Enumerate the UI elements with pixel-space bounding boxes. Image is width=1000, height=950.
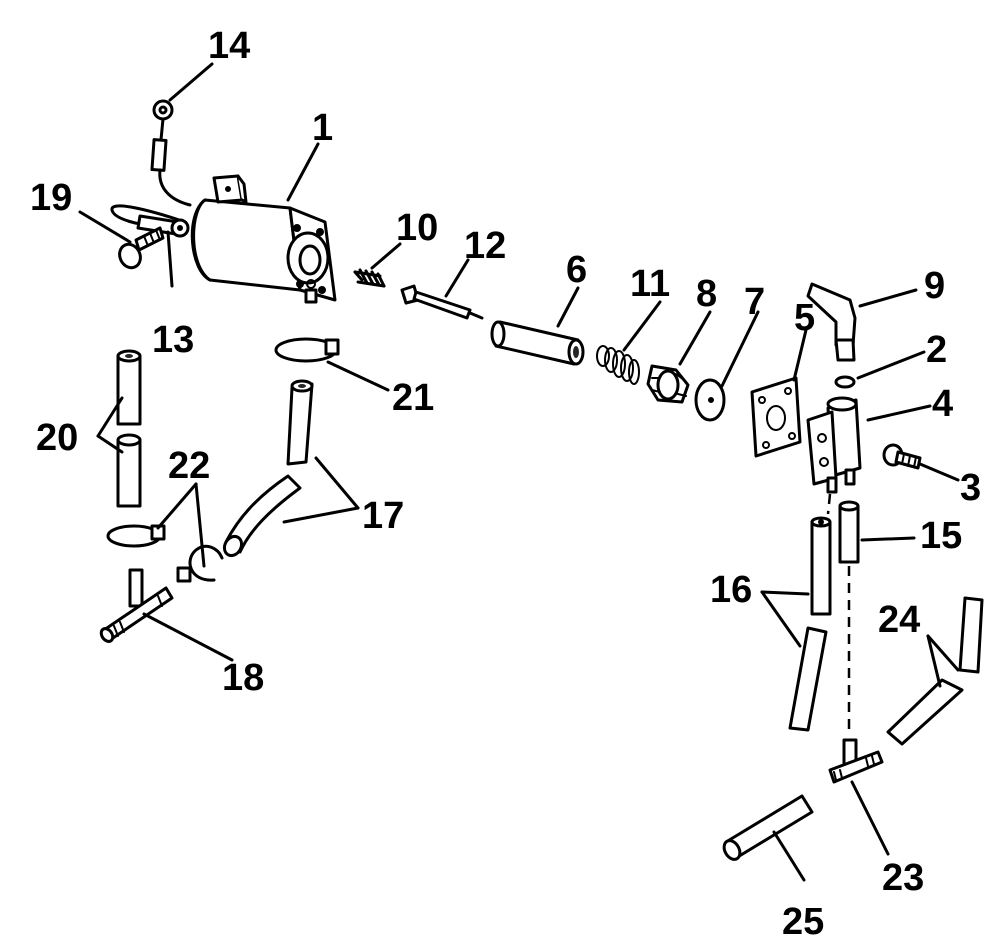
label-15: 15 xyxy=(920,515,962,557)
label-19: 19 xyxy=(30,177,72,219)
part-2-o-ring xyxy=(834,375,856,389)
part-23-tee xyxy=(828,738,884,784)
part-1-solenoid xyxy=(190,174,337,304)
label-17: 17 xyxy=(362,495,404,537)
label-10: 10 xyxy=(396,207,438,249)
part-3-screw xyxy=(882,443,922,470)
part-21-clamp xyxy=(274,337,340,363)
part-11-spring xyxy=(596,345,640,385)
part-13-lead-wire xyxy=(110,204,190,238)
label-16: 16 xyxy=(710,569,752,611)
part-24-hose xyxy=(886,596,984,746)
part-18-y-fitting xyxy=(99,568,174,643)
part-14-ground-wire xyxy=(150,99,192,207)
label-18: 18 xyxy=(222,657,264,699)
part-8-nut xyxy=(646,364,690,404)
label-22: 22 xyxy=(168,445,210,487)
label-3: 3 xyxy=(960,467,981,509)
part-17-hose xyxy=(222,379,314,558)
part-9-elbow xyxy=(806,282,857,362)
label-8: 8 xyxy=(696,273,717,315)
label-7: 7 xyxy=(744,281,765,323)
part-19-screw xyxy=(118,226,165,270)
part-25-hose xyxy=(722,794,814,861)
part-4-valve-housing xyxy=(806,396,862,494)
label-4: 4 xyxy=(932,383,953,425)
leader-lines xyxy=(78,62,960,882)
label-2: 2 xyxy=(926,329,947,371)
label-25: 25 xyxy=(782,901,824,943)
part-22-clamps xyxy=(106,524,224,583)
label-9: 9 xyxy=(924,265,945,307)
label-23: 23 xyxy=(882,857,924,899)
label-6: 6 xyxy=(566,249,587,291)
part-15-hose xyxy=(838,500,860,564)
part-16-hose xyxy=(788,516,832,732)
label-12: 12 xyxy=(464,225,506,267)
part-6-plunger xyxy=(490,320,585,366)
label-1: 1 xyxy=(312,107,333,149)
label-11: 11 xyxy=(630,263,670,305)
label-20: 20 xyxy=(36,417,78,459)
part-10-spring xyxy=(353,268,386,288)
part-20-hose xyxy=(116,349,142,508)
dashed-connector-4-16 xyxy=(826,493,832,515)
part-numbers: 1 2 3 4 5 6 7 8 9 10 11 12 13 14 15 16 1… xyxy=(30,25,981,943)
label-5: 5 xyxy=(794,297,815,339)
label-21: 21 xyxy=(392,377,434,419)
label-13: 13 xyxy=(152,319,194,361)
part-12-push-rod xyxy=(400,284,484,320)
part-7-disc xyxy=(694,378,726,422)
label-24: 24 xyxy=(878,599,920,641)
label-14: 14 xyxy=(208,25,250,67)
part-5-gasket xyxy=(750,376,802,458)
